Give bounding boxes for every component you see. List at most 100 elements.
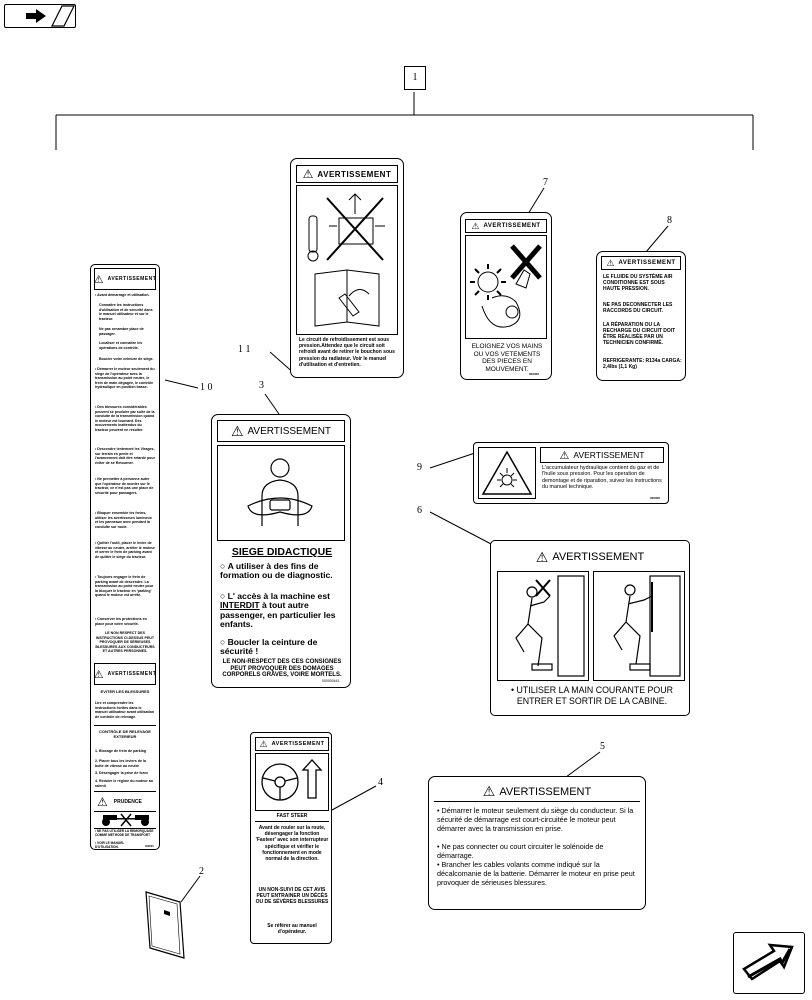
decal-4-label: FAST STEER bbox=[276, 813, 308, 819]
callout-1-box: 1 bbox=[404, 66, 426, 90]
decal-6-pictogram-right bbox=[593, 571, 685, 681]
decal-5-b2-text: Ne pas connecter ou court circuiter le s… bbox=[437, 842, 604, 860]
decal-8-p2: NE PAS DECONNECTER LES RACCORDS DU CIRCU… bbox=[603, 302, 673, 314]
decal-10-s19: 2. Placer tous les leviers de la boîte d… bbox=[95, 759, 146, 768]
decal-11-warning-word: AVERTISSEMENT bbox=[317, 169, 392, 179]
decal-4-t2: UN NON-SUIVI DE CET AVIS PEUT ENTRAINER … bbox=[255, 887, 329, 906]
decal-3-b3-text: Boucler la ceinture de sécurité ! bbox=[220, 637, 318, 657]
nav-back-button[interactable] bbox=[4, 4, 76, 28]
decal-3-bullet-3: ○ Boucler la ceinture de sécurité ! bbox=[220, 637, 346, 657]
decal-3-b2c-text: à tout autre passenger, en particulier l… bbox=[220, 600, 336, 630]
warning-triangle-icon: ⚠ bbox=[93, 273, 104, 286]
decal-9-accumulator: ⚠ AVERTISSEMENT L'accumulateur hydrauliq… bbox=[473, 442, 669, 504]
warning-triangle-icon: ⚠ bbox=[606, 257, 615, 268]
callout-7: 7 bbox=[543, 177, 548, 188]
callout-8: 8 bbox=[667, 215, 672, 226]
warning-triangle-icon: ⚠ bbox=[482, 783, 496, 799]
decal-8-p1: LE FLUIDE DU SYSTÈME AIR CONDITIONNE EST… bbox=[603, 274, 673, 292]
warning-triangle-icon: ⚠ bbox=[302, 167, 314, 181]
decal-3-b1-text: A utiliser à des fins de formation ou de… bbox=[220, 561, 333, 581]
decal-2-sheet bbox=[145, 891, 185, 959]
decal-6-header: ⚠ AVERTISSEMENT bbox=[495, 545, 685, 569]
bullet-icon: • bbox=[437, 860, 442, 869]
decal-11-header: ⚠ AVERTISSEMENT bbox=[296, 165, 398, 183]
warning-triangle-icon: ⚠ bbox=[559, 449, 570, 462]
decal-10-s17: CONTRÔLE DE RELEVAGE EXTERIEUR bbox=[99, 729, 151, 739]
decal-10-divider-2 bbox=[94, 791, 156, 792]
seatbelt-person-icon bbox=[247, 458, 313, 526]
decal-5-bullet-2: • Ne pas connecter ou court circuiter le… bbox=[437, 842, 641, 861]
decal-10-caution-row: ⚠ PRUDENCE bbox=[97, 795, 157, 809]
decal-10-divider-4 bbox=[94, 828, 156, 829]
decal-10-s1: • Avant démarrage et utilisation. bbox=[95, 293, 150, 297]
decal-4-header: ⚠ AVERTISSEMENT bbox=[255, 737, 329, 751]
belt-entanglement-icon bbox=[470, 244, 542, 328]
warning-triangle-icon: ⚠ bbox=[535, 548, 549, 565]
decal-10-s21: 4. Réduire le régime du moteur au ralent… bbox=[95, 779, 153, 788]
decal-3-warning-word: AVERTISSEMENT bbox=[247, 425, 332, 437]
decal-7-moving-parts: ⚠ AVERTISSEMENT ELOIGNEZ VOS MAINS OU VO… bbox=[460, 212, 552, 380]
decal-5-starting: ⚠ AVERTISSEMENT • Démarrer le moteur seu… bbox=[428, 776, 646, 910]
decal-10-s3: Ne pas ornamber place de passager. bbox=[99, 327, 144, 336]
decal-6-pictogram-wrong bbox=[497, 571, 589, 681]
decal-3-bullet-1: ○ A utiliser à des fins de formation ou … bbox=[220, 561, 346, 581]
bullet-circle-icon: ○ bbox=[220, 591, 228, 601]
decal-8-header: ⚠ AVERTISSEMENT bbox=[601, 256, 681, 270]
radiator-hazard-icon bbox=[307, 193, 385, 327]
decal-7-text: ELOIGNEZ VOS MAINS OU VOS VETEMENTS DES … bbox=[471, 343, 543, 373]
decal-10-s18: 1. Blocage de frein de parking bbox=[95, 749, 147, 753]
decal-9-warning-word: AVERTISSEMENT bbox=[573, 450, 645, 460]
decal-5-bullet-3: • Brancher les cables volants comme indi… bbox=[437, 860, 641, 887]
decal-10-s13: • Conserver les protections en place pou… bbox=[95, 617, 147, 626]
decal-10-divider-3 bbox=[94, 811, 156, 812]
steering-wheel-icon bbox=[261, 759, 323, 801]
decal-8-warning-word: AVERTISSEMENT bbox=[618, 260, 676, 266]
callout-10: 1 0 bbox=[200, 382, 213, 393]
decal-3-bullet-2: ○ L' accès à la machine est INTERDIT à t… bbox=[220, 591, 346, 630]
decal-10-s23: • NE PAS UTILISER LA REMORQUAGE COMME ME… bbox=[95, 829, 154, 837]
decal-10-code: 000000 bbox=[145, 845, 154, 848]
bullet-icon: • bbox=[437, 842, 442, 851]
decal-4-pictogram bbox=[255, 753, 329, 811]
callout-2: 2 bbox=[199, 866, 204, 877]
bullet-icon: • bbox=[437, 806, 442, 815]
decal-3-code: 000000441 bbox=[322, 679, 340, 683]
decal-8-ac: ⚠ AVERTISSEMENT LE FLUIDE DU SYSTÈME AIR… bbox=[596, 251, 686, 381]
decal-10-s24: • VOIR LE MANUEL D'UTILISATION. bbox=[95, 841, 125, 849]
nav-next-button[interactable] bbox=[733, 932, 805, 994]
decal-3-header: ⚠ AVERTISSEMENT bbox=[217, 420, 345, 442]
warning-triangle-icon: ⚠ bbox=[471, 220, 480, 231]
decal-10-s20: 3. Désengager la prise de force bbox=[95, 771, 149, 775]
decal-9-code: 000000 bbox=[650, 496, 661, 500]
bullet-circle-icon: ○ bbox=[220, 637, 228, 647]
decal-10-s16: Lire et comprendre les instructions écri… bbox=[95, 701, 155, 719]
decal-10-tractor-safety: ⚠ AVERTISSEMENT • Avant démarrage et uti… bbox=[90, 264, 160, 850]
decal-10-s5: Boucler votre ceinture de siège. bbox=[99, 357, 154, 361]
decal-3-b2b-text: INTERDIT bbox=[220, 600, 260, 611]
decal-9-pictogram bbox=[478, 447, 536, 499]
decal-7-pictogram bbox=[465, 235, 547, 339]
decal-4-divider bbox=[255, 821, 329, 822]
callout-6: 6 bbox=[417, 505, 422, 516]
decal-10-s12: • Toujours engager le frein de parking a… bbox=[95, 575, 154, 597]
callout-3: 3 bbox=[259, 380, 264, 391]
decal-6-warning-word: AVERTISSEMENT bbox=[552, 551, 645, 563]
warning-triangle-icon: ⚠ bbox=[93, 668, 104, 681]
decal-4-warning-word: AVERTISSEMENT bbox=[271, 741, 325, 747]
warning-triangle-icon: ⚠ bbox=[97, 795, 108, 809]
decal-11-coolant: ⚠ AVERTISSEMENT Le circuit de refroidiss… bbox=[290, 158, 404, 378]
decal-3-b2a-text: L' accès à la machine est bbox=[227, 591, 330, 601]
callout-1: 1 bbox=[412, 72, 418, 83]
bullet-circle-icon: ○ bbox=[220, 561, 228, 571]
decal-10-s15: EVITER LES BLESSURES bbox=[100, 689, 150, 694]
decal-10-header: ⚠ AVERTISSEMENT bbox=[94, 268, 156, 290]
decal-10-s6: • Démarrer le moteur seulement du siège … bbox=[95, 367, 155, 389]
decal-5-bullet-1: • Démarrer le moteur seulement du siège … bbox=[437, 806, 641, 833]
decal-9-header: ⚠ AVERTISSEMENT bbox=[540, 447, 664, 463]
decal-10-s9: • Ne permettre à personne autre que l'op… bbox=[95, 477, 154, 495]
correct-entry-icon bbox=[613, 575, 681, 677]
decal-10-s4: Localiser et connaître les opérations de… bbox=[99, 341, 143, 350]
callout-9: 9 bbox=[417, 462, 422, 473]
decal-6-handrail: ⚠ AVERTISSEMENT • UTILISER LA MA bbox=[490, 540, 690, 716]
decal-3-pictogram bbox=[217, 445, 345, 541]
